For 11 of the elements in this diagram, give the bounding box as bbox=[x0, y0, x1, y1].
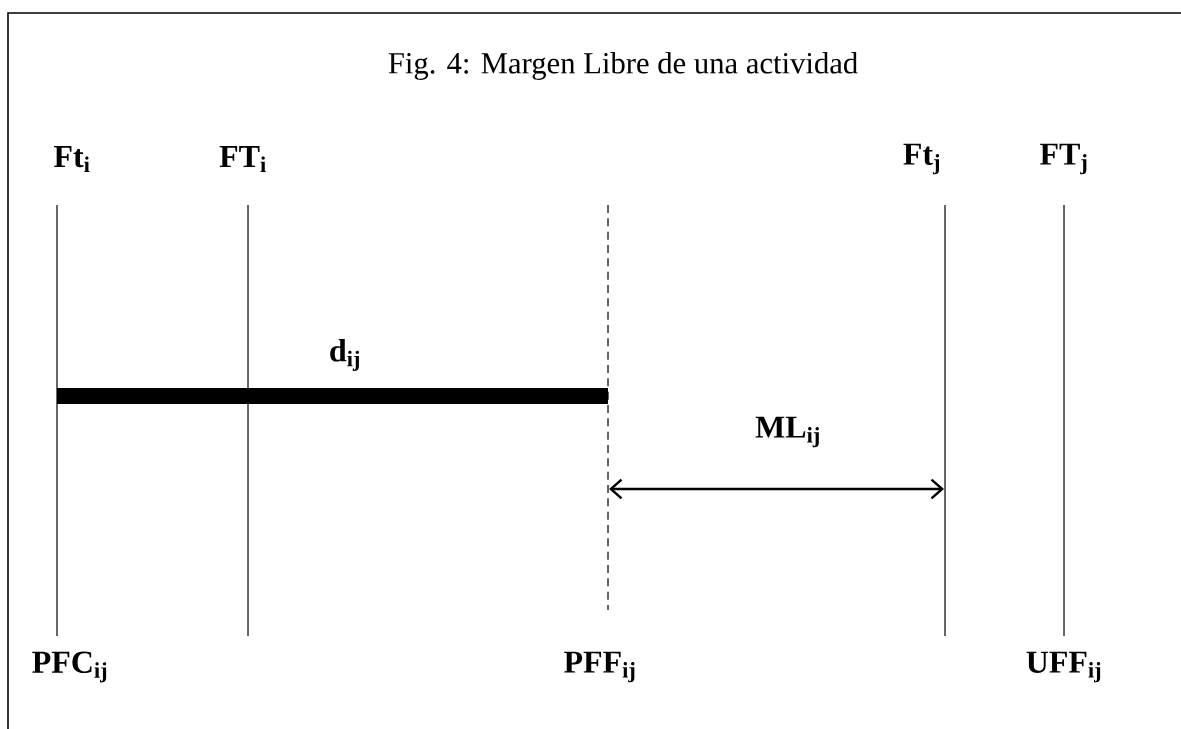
activity-bar bbox=[57, 388, 608, 404]
axis-label: PFC$_{ij}$ bbox=[32, 651, 107, 683]
title: Fig. 4: Margen Libre de una actividad bbox=[388, 52, 858, 80]
axis-label: PFF$_{ij}$ bbox=[564, 651, 635, 683]
axis-label: ML$_{ij}$ bbox=[755, 416, 819, 448]
axis-label: FT$_{j}$ bbox=[1040, 143, 1087, 175]
bar-label: d$_{ij}$ bbox=[330, 339, 359, 371]
axis-label: UFF$_{ij}$ bbox=[1026, 651, 1101, 683]
axis-label: Ft$_{i}$ bbox=[54, 146, 90, 172]
axis-label: Ft$_{j}$ bbox=[903, 143, 940, 175]
axis-label: FT$_{i}$ bbox=[219, 146, 266, 172]
